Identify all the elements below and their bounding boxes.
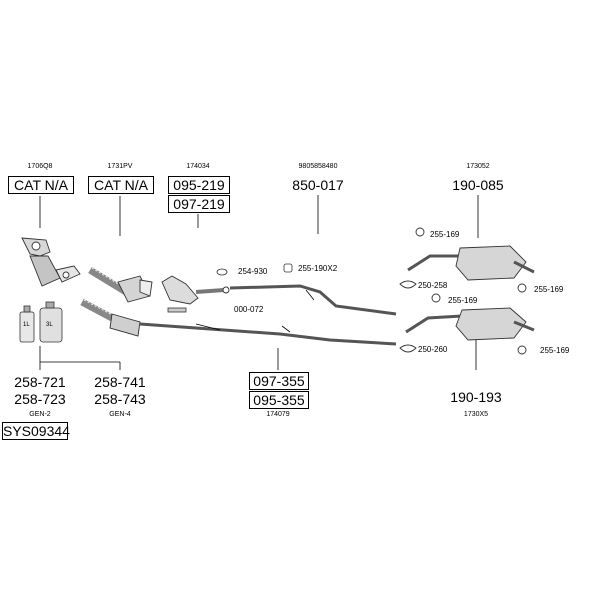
part-box-095-219[interactable]: 095-219 <box>168 176 230 194</box>
part-box-cat-na-2[interactable]: CAT N/A <box>88 176 154 194</box>
part-258-721[interactable]: 258-721 <box>14 374 66 390</box>
part-box-095-355[interactable]: 095-355 <box>249 391 309 409</box>
ref-174079: 174079 <box>266 411 290 418</box>
ref-gen-4: GEN-4 <box>109 411 131 418</box>
part-254-930[interactable]: 254-930 <box>238 267 268 276</box>
part-255-169-a[interactable]: 255-169 <box>430 230 460 239</box>
ref-1706q8: 1706Q8 <box>27 163 53 170</box>
part-box-cat-na-1[interactable]: CAT N/A <box>8 176 74 194</box>
part-258-743[interactable]: 258-743 <box>94 391 146 407</box>
bottle-1l-label: 1L <box>23 322 30 328</box>
middle-pipe-lower <box>139 322 397 346</box>
part-190-193[interactable]: 190-193 <box>450 389 502 405</box>
part-255-190x2[interactable]: 255-190X2 <box>298 264 338 273</box>
clamp-255-190x2 <box>283 263 293 273</box>
front-pipe-174034 <box>161 275 230 305</box>
cat-3-lower <box>80 298 141 337</box>
part-250-260[interactable]: 250-260 <box>418 345 448 354</box>
rear-silencer-upper <box>399 227 535 293</box>
ref-9805858480: 9805858480 <box>298 163 338 170</box>
part-250-258[interactable]: 250-258 <box>418 281 448 290</box>
part-box-097-219[interactable]: 097-219 <box>168 195 230 213</box>
part-258-741[interactable]: 258-741 <box>94 374 146 390</box>
bracket-000-072 <box>167 307 187 313</box>
gasket-254-930 <box>216 268 228 276</box>
bottle-3l-label: 3L <box>46 322 53 328</box>
part-258-723[interactable]: 258-723 <box>14 391 66 407</box>
ref-gen-2: GEN-2 <box>29 411 51 418</box>
part-255-169-d[interactable]: 255-169 <box>540 346 570 355</box>
rear-silencer-lower <box>399 293 535 355</box>
part-000-072[interactable]: 000-072 <box>234 305 264 314</box>
part-255-169-c[interactable]: 255-169 <box>534 285 564 294</box>
additive-bottles <box>19 301 63 343</box>
ref-174034: 174034 <box>186 163 210 170</box>
part-190-085[interactable]: 190-085 <box>452 177 504 193</box>
part-850-017[interactable]: 850-017 <box>292 177 344 193</box>
ref-1730x5: 1730X5 <box>463 411 489 418</box>
part-255-169-b[interactable]: 255-169 <box>448 296 478 305</box>
part-box-097-355[interactable]: 097-355 <box>249 372 309 390</box>
middle-pipe-upper <box>229 284 397 316</box>
cat-2-upper <box>88 267 153 303</box>
manifold-cat-1 <box>21 237 81 287</box>
ref-1731pv: 1731PV <box>107 163 133 170</box>
ref-173052: 173052 <box>466 163 490 170</box>
system-code-box[interactable]: SYS09344 <box>2 422 70 440</box>
